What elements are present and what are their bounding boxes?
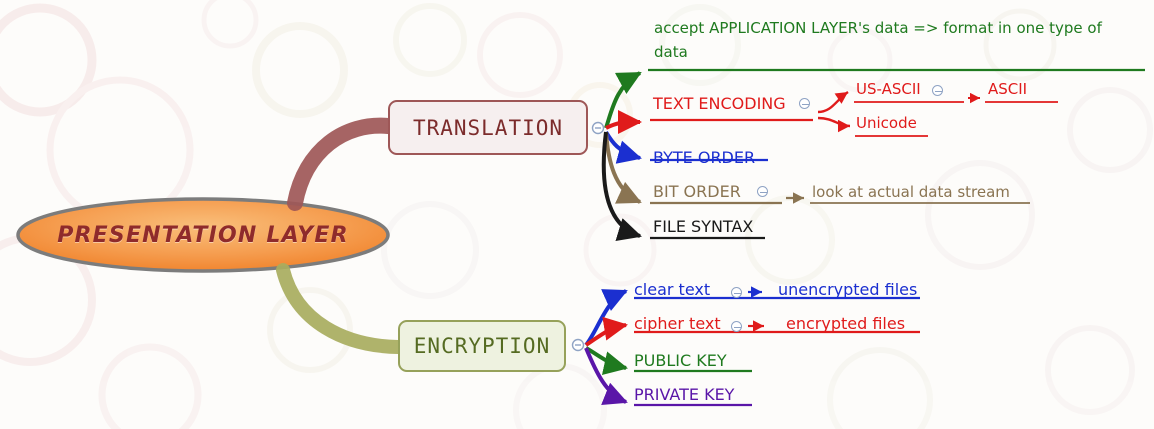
leaf-look-at-actual-data-stream-label: look at actual data stream (812, 183, 1010, 201)
branch-encryption[interactable]: ENCRYPTION (398, 320, 566, 372)
branch-translation-label: TRANSLATION (412, 115, 564, 140)
leaf-encrypted-files-label: encrypted files (786, 314, 906, 333)
leaf-byte-order-label: BYTE ORDER (653, 148, 756, 167)
central-node[interactable]: PRESENTATION LAYER (18, 199, 388, 271)
leaf-encrypted-files[interactable]: encrypted files (786, 314, 905, 333)
leaf-accept-application-layer[interactable]: accept APPLICATION LAYER's data => forma… (654, 16, 1132, 64)
leaf-unencrypted-files[interactable]: unencrypted files (778, 280, 917, 299)
leaf-private-key-label: PRIVATE KEY (634, 385, 735, 404)
leaf-accept-application-layer-label: accept APPLICATION LAYER's data => forma… (654, 19, 1102, 61)
leaf-us-ascii-label: US-ASCII (856, 80, 921, 98)
leaf-private-key[interactable]: PRIVATE KEY (634, 385, 734, 404)
leaf-bit-order-label: BIT ORDER (653, 182, 741, 201)
leaf-ascii-label: ASCII (988, 80, 1028, 98)
leaf-text-encoding-label: TEXT ENCODING (653, 94, 786, 113)
leaf-public-key[interactable]: PUBLIC KEY (634, 351, 727, 370)
connector-to-translation (287, 117, 396, 211)
encryption-sub-connectors (748, 286, 920, 333)
bit-order-sub-connectors (786, 192, 1030, 204)
leaf-public-key-label: PUBLIC KEY (634, 351, 727, 370)
leaf-byte-order[interactable]: BYTE ORDER (653, 148, 755, 167)
leaf-unencrypted-files-label: unencrypted files (778, 280, 918, 299)
text-encoding-sub-connectors (817, 91, 1058, 137)
central-node-oval[interactable] (16, 197, 390, 273)
collapse-toggle-bit-order[interactable] (757, 186, 768, 197)
leaf-bit-order[interactable]: BIT ORDER (653, 182, 741, 201)
connector-to-encryption (276, 263, 405, 354)
central-node-label: PRESENTATION LAYER (57, 222, 349, 248)
branch-translation[interactable]: TRANSLATION (388, 100, 588, 155)
branch-encryption-label: ENCRYPTION (413, 334, 551, 358)
leaf-file-syntax[interactable]: FILE SYNTAX (653, 217, 753, 236)
leaf-clear-text-label: clear text (634, 280, 711, 299)
collapse-toggle-us-ascii[interactable] (932, 85, 943, 96)
collapse-toggle-clear-text[interactable] (731, 287, 742, 298)
leaf-file-syntax-label: FILE SYNTAX (653, 217, 754, 236)
leaf-text-encoding[interactable]: TEXT ENCODING (653, 94, 786, 113)
collapse-toggle-cipher-text[interactable] (731, 321, 742, 332)
leaf-look-at-actual-data-stream[interactable]: look at actual data stream (812, 183, 1010, 201)
leaf-clear-text[interactable]: clear text (634, 280, 710, 299)
leaf-unicode[interactable]: Unicode (856, 114, 917, 132)
leaf-unicode-label: Unicode (856, 114, 917, 132)
leaf-cipher-text[interactable]: cipher text (634, 314, 721, 333)
leaf-cipher-text-label: cipher text (634, 314, 721, 333)
collapse-toggle-text-encoding[interactable] (799, 98, 810, 109)
leaf-us-ascii[interactable]: US-ASCII (856, 80, 921, 98)
translation-child-connectors (601, 68, 1145, 242)
leaf-ascii[interactable]: ASCII (988, 80, 1027, 98)
